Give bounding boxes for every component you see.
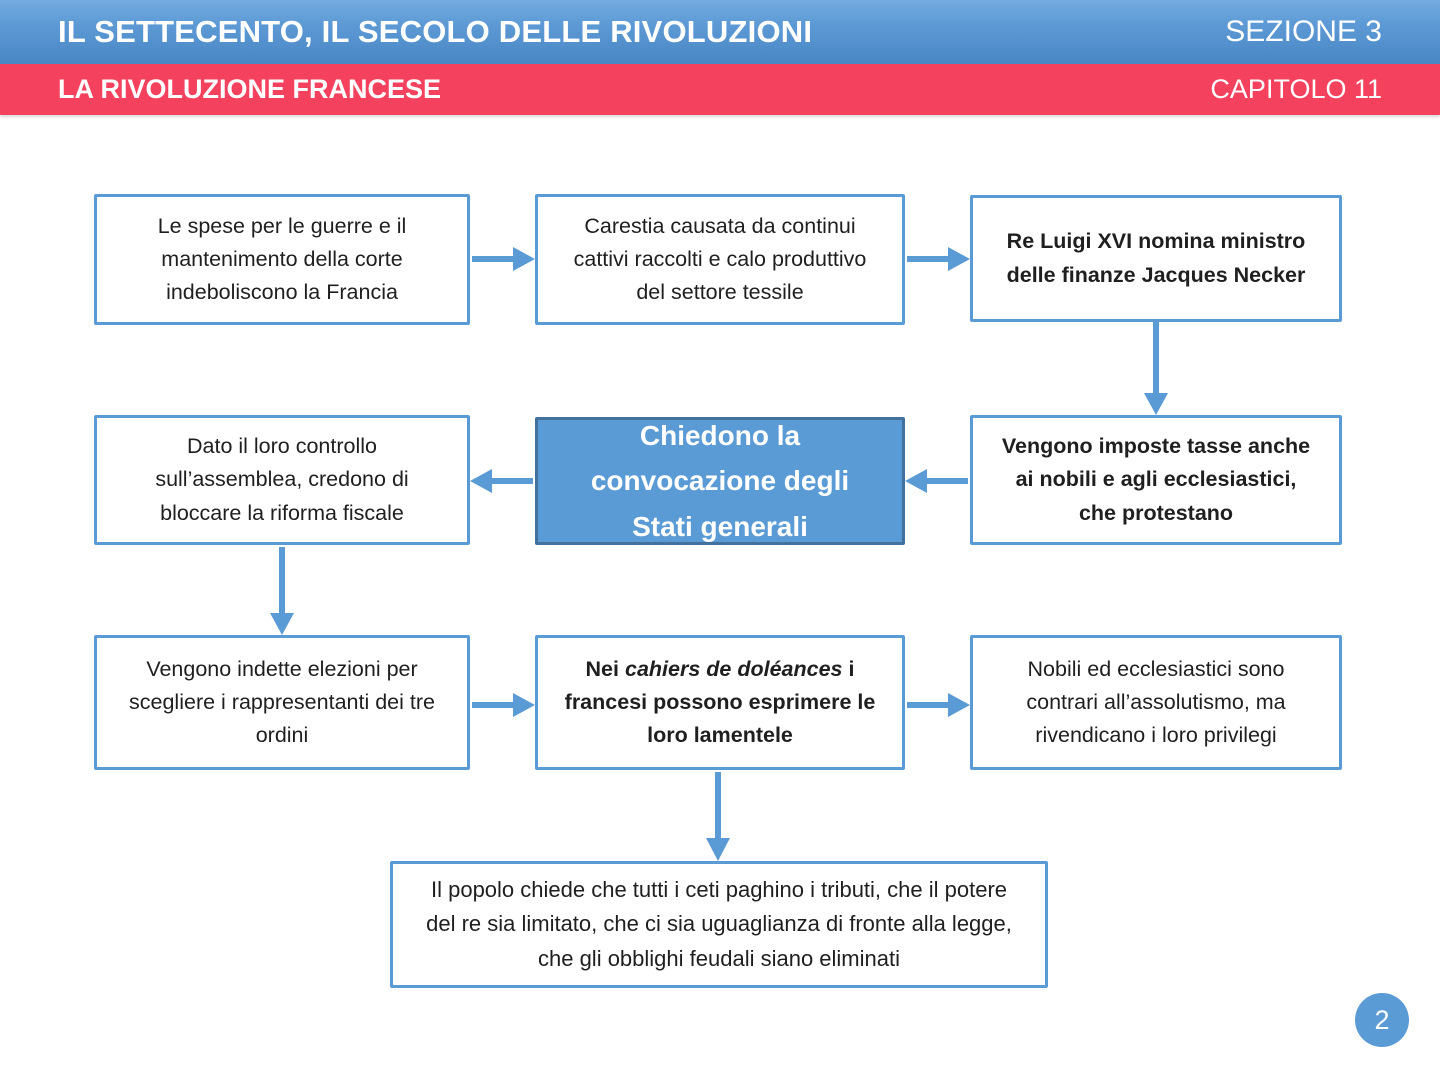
flowchart-box-cahiers: Nei cahiers de doléances i francesi poss… [535,635,905,770]
chapter-label: CAPITOLO 11 [1210,74,1382,104]
section-title: IL SETTECENTO, IL SECOLO DELLE RIVOLUZIO… [58,14,813,49]
box-text: Chiedono la convocazione degli Stati gen… [590,419,850,542]
flowchart-box-necker: Re Luigi XVI nomina ministro delle finan… [970,195,1342,322]
page-number: 2 [1374,1004,1390,1035]
box-text: Il popolo chiede che tutti i ceti paghin… [426,877,1012,971]
box-text: Nobili ed ecclesiastici sono contrari al… [1026,656,1286,748]
flowchart-box-elections: Vengono indette elezioni per scegliere i… [94,635,470,770]
arrow-left-icon-taxes-to-states-general [905,469,968,493]
arrow-right-icon-elections-to-cahiers [472,693,535,717]
chapter-title: LA RIVOLUZIONE FRANCESE [58,74,442,104]
flowchart-box-states-general: Chiedono la convocazione degli Stati gen… [535,417,905,545]
flowchart-box-nobles-opposed: Nobili ed ecclesiastici sono contrari al… [970,635,1342,770]
arrow-right-icon-cahiers-to-nobles [907,693,970,717]
flowchart-box-war-expenses: Le spese per le guerre e il mantenimento… [94,194,470,325]
chapter-header-bar: LA RIVOLUZIONE FRANCESE CAPITOLO 11 [0,64,1440,115]
flowchart-box-taxes: Vengono imposte tasse anche ai nobili e … [970,415,1342,545]
cahiers-italic-text: cahiers de doléances [624,656,843,681]
arrow-right-icon-famine-to-necker [907,247,970,271]
box-text: Le spese per le guerre e il mantenimento… [157,213,407,305]
box-text: Re Luigi XVI nomina ministro delle finan… [1006,229,1306,287]
arrow-down-icon-assembly-to-elections [270,547,294,635]
arrow-left-icon-states-general-to-assembly [470,469,533,493]
box-text: Vengono indette elezioni per scegliere i… [129,656,435,748]
box-text: Carestia causata da continui cattivi rac… [573,213,867,305]
flowchart-box-assembly-control: Dato il loro controllo sull’assemblea, c… [94,415,470,545]
box-text: Nei cahiers de doléances i francesi poss… [564,656,876,748]
arrow-down-icon-necker-to-taxes [1144,322,1168,415]
flowchart-box-famine: Carestia causata da continui cattivi rac… [535,194,905,325]
flowchart-box-people-demands: Il popolo chiede che tutti i ceti paghin… [390,861,1048,988]
arrow-down-icon-cahiers-to-people [706,772,730,861]
section-label: SEZIONE 3 [1225,15,1382,48]
page-number-badge: 2 [1355,993,1409,1047]
arrow-right-icon-war-to-famine [472,247,535,271]
section-header-bar: IL SETTECENTO, IL SECOLO DELLE RIVOLUZIO… [0,0,1440,64]
box-text: Vengono imposte tasse anche ai nobili e … [1001,434,1311,525]
box-text: Dato il loro controllo sull’assemblea, c… [155,434,409,525]
